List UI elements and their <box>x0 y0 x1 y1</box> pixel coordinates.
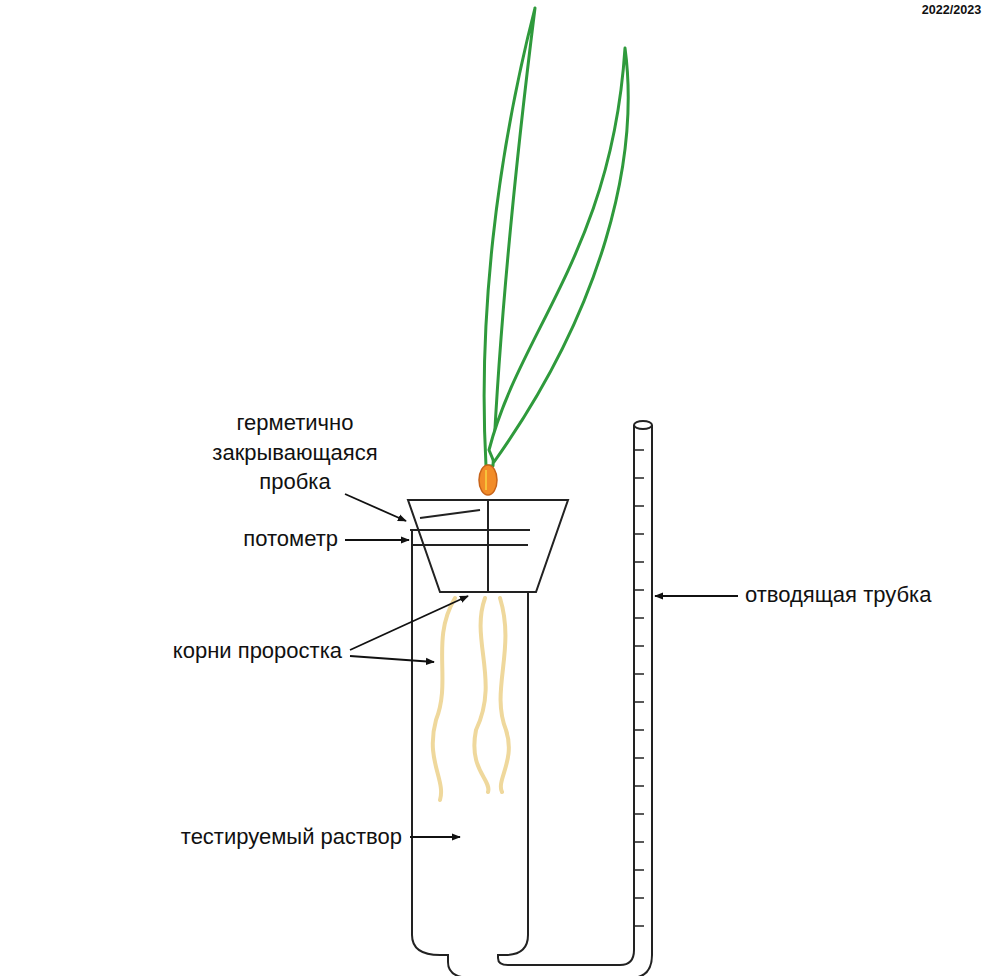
part-label: потометр <box>243 524 338 554</box>
seed <box>479 465 497 495</box>
year-mark: 2022/2023 <box>922 2 982 19</box>
stopper <box>408 500 568 592</box>
leader-arrows <box>345 494 738 837</box>
part-label: герметично закрывающаяся пробка <box>175 408 415 497</box>
part-label: отводящая трубка <box>745 580 931 610</box>
seedling-leaves <box>484 8 628 466</box>
scale-ticks <box>634 450 644 926</box>
seedling-roots <box>433 598 509 800</box>
part-label: тестируемый раствор <box>181 822 402 852</box>
part-label: корни проростка <box>173 636 342 666</box>
